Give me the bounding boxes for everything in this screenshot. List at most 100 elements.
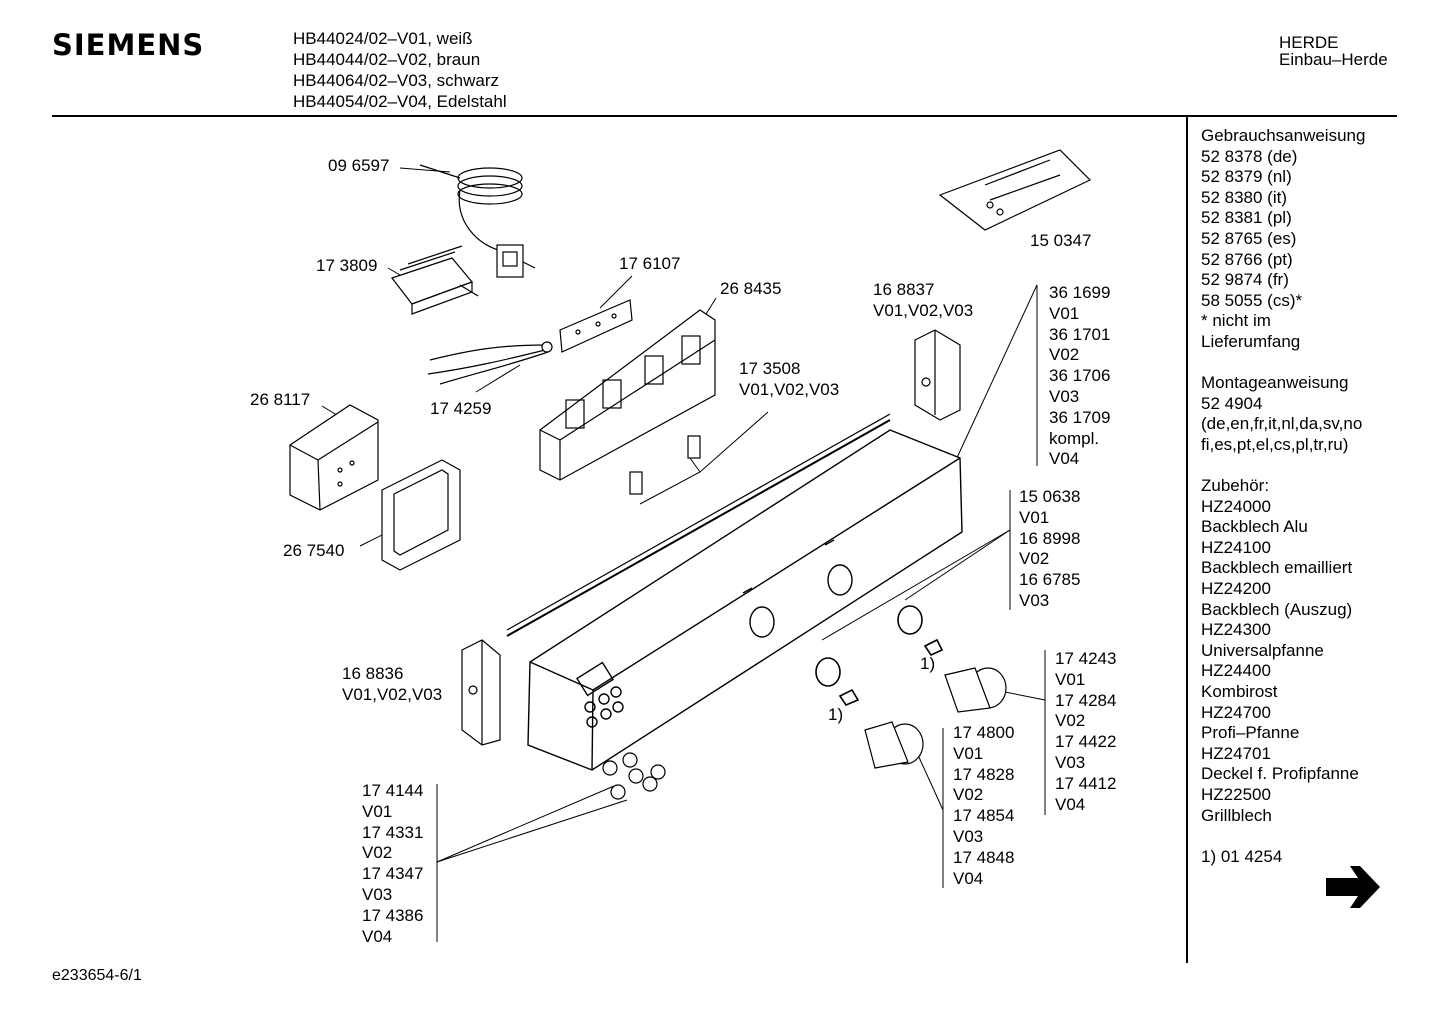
cable-harness [427,341,553,385]
label-line: V01 [362,801,393,821]
label-line: 17 4284 [1055,690,1117,710]
sidebar-line: Gebrauchsanweisung [1201,126,1366,145]
label-line: 17 4848 [953,847,1015,867]
sidebar-line: Montageanweisung [1201,373,1349,393]
sidebar-line: Grillblech [1201,805,1272,825]
sidebar-line: 1) 01 4254 [1201,846,1283,866]
mounting-bracket [559,299,633,353]
label-line: V01 [1019,507,1050,527]
part-label: 09 6597 [328,156,390,175]
sidebar-divider [1186,115,1188,963]
sidebar-line: 52 8765 (es) [1201,228,1297,248]
clips [629,435,701,495]
label-line: 17 4854 [953,806,1015,826]
drawing-id: e233654-6/1 [52,967,142,984]
label-line: 36 1709 [1049,407,1111,427]
part-number: 17 3508 [739,359,801,378]
label-line: V04 [1055,794,1086,814]
arrow-right-icon [1326,866,1380,908]
part-group-label: 17 3508 V01,V02,V03 [739,359,839,401]
side-bracket-right [914,329,961,421]
model-line: HB44064/02–V03, schwarz [293,71,500,90]
part-label: 17 4259 [430,399,492,418]
sidebar-line: HZ24100 [1201,537,1271,557]
label-line: 36 1701 [1049,324,1111,344]
label-line: V04 [953,868,984,888]
part-group-label: 16 8837 V01,V02,V03 [873,280,973,322]
sidebar-line: HZ24701 [1201,743,1271,763]
trim-strip-edge [506,413,891,631]
sidebar-line: (de,en,fr,it,nl,da,sv,no [1201,414,1363,434]
sidebar-line: HZ24300 [1201,620,1271,640]
category-block: HERDE Einbau–Herde [1279,34,1388,68]
label-line: V04 [1049,449,1080,469]
part-label: 15 0347 [1030,231,1092,250]
sidebar-line: HZ24000 [1201,496,1271,516]
sidebar-line: HZ24200 [1201,579,1271,599]
part-variant: V01,V02,V03 [342,684,443,704]
sidebar-line: 52 9874 (fr) [1201,270,1289,290]
model-line: HB44044/02–V02, braun [293,50,481,69]
part-group-label: 16 8836 V01,V02,V03 [342,664,442,706]
label-line: V02 [1019,549,1050,569]
label-line: V03 [1049,386,1080,406]
frame [381,459,461,571]
part-variant: V01,V02,V03 [873,300,974,320]
part-number: 16 8836 [342,664,404,683]
rotary-knobs [864,667,1007,769]
label-line: 17 4331 [362,822,424,842]
footnote-marker: 1) [920,654,936,673]
part-label: 26 8435 [720,279,782,298]
sidebar-line: Profi–Pfanne [1201,723,1300,743]
model-line: HB44024/02–V01, weiß [293,29,473,48]
trim-strip [506,419,891,637]
sidebar-line: * nicht im [1201,311,1271,331]
sidebar-line: HZ24700 [1201,702,1271,722]
label-line: 36 1699 [1049,283,1111,302]
part-label: 26 7540 [283,541,345,560]
label-line: V03 [953,826,984,846]
part-variant: V01,V02,V03 [739,379,840,399]
push-buttons [602,752,666,800]
sidebar-line: Deckel f. Profipfanne [1201,764,1359,784]
sidebar-line: 52 8379 (nl) [1201,167,1292,187]
label-line: V02 [1055,711,1086,731]
sidebar-line: fi,es,pt,el,cs,pl,tr,ru) [1201,434,1349,454]
sidebar-line: 52 4904 [1201,393,1263,413]
knob-rings [815,605,944,706]
accessory-bag [938,149,1092,231]
label-line: kompl. [1049,428,1100,448]
label-line: 36 1706 [1049,366,1111,386]
label-line: 17 4347 [362,864,424,884]
label-line: V03 [1019,590,1050,610]
part-number: 16 8837 [873,280,935,299]
side-bracket-left [461,639,501,746]
part-label: 17 6107 [619,254,681,273]
label-line: 17 4144 [362,781,424,800]
category: HERDE [1279,33,1339,52]
sidebar-line: Backblech emailliert [1201,558,1353,578]
sidebar-line: Universalpfanne [1201,640,1324,660]
sidebar-line: 58 5055 (cs)* [1201,290,1303,310]
selector-switch [391,245,479,315]
brand-logo: SIEMENS [52,28,205,62]
label-line: V01 [953,743,984,763]
label-line: 17 4243 [1055,649,1117,668]
relay-box [289,404,379,511]
label-line: 15 0638 [1019,487,1081,506]
label-line: V04 [362,926,393,946]
sidebar-line: 52 8380 (it) [1201,187,1287,207]
subcategory: Einbau–Herde [1279,50,1388,69]
sidebar-line: 52 8378 (de) [1201,146,1298,166]
sidebar-line: HZ24400 [1201,661,1271,681]
label-line: V02 [953,785,984,805]
model-line: HB44054/02–V04, Edelstahl [293,92,507,111]
label-line: V01 [1049,303,1080,323]
label-line: V01 [1055,669,1086,689]
control-panel [527,429,963,771]
sidebar-line: Backblech (Auszug) [1201,599,1353,619]
